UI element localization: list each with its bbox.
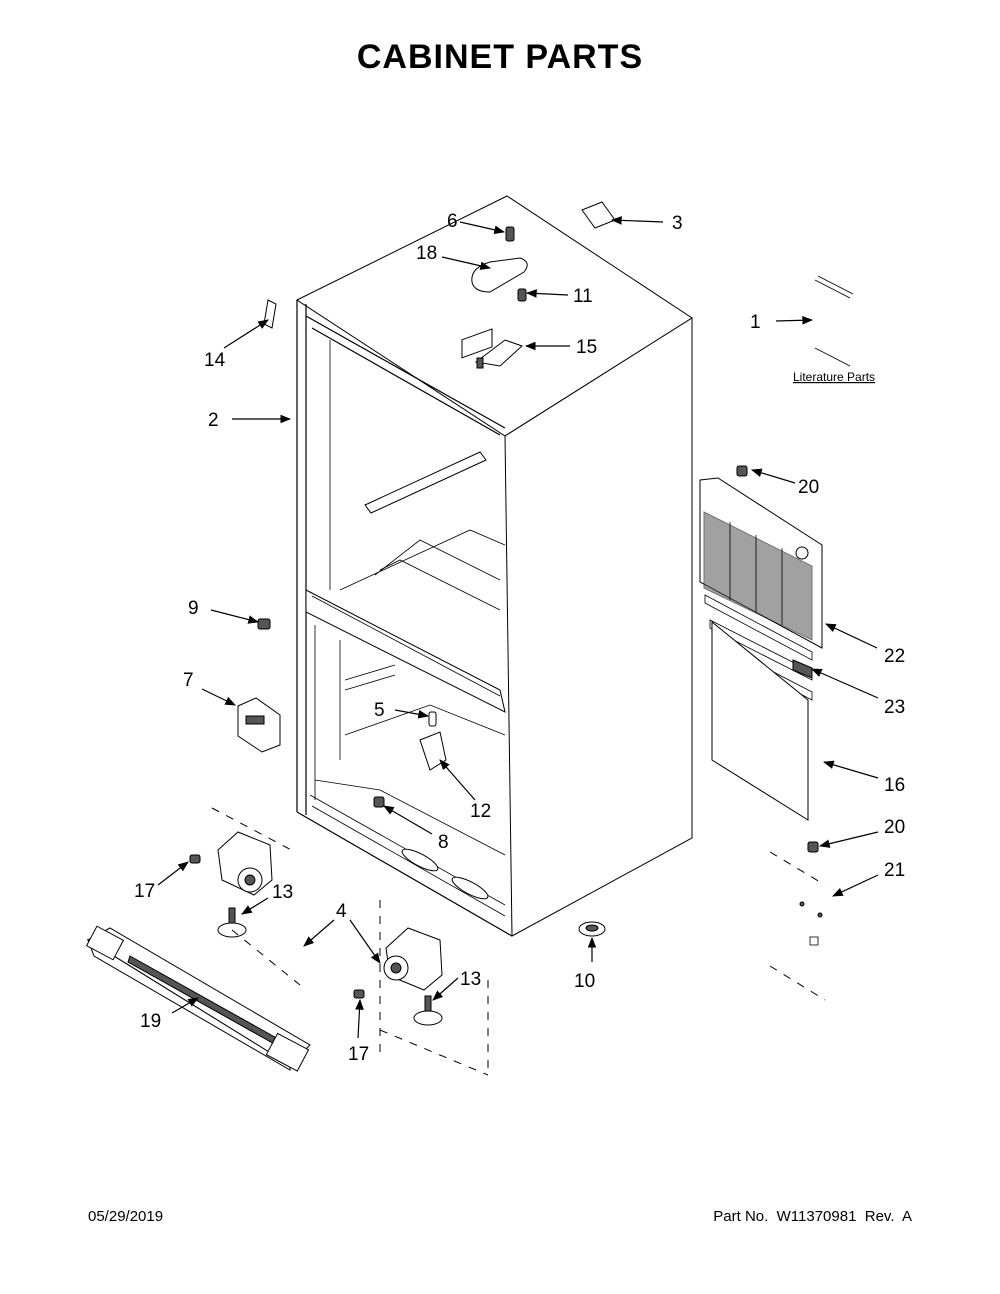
callout-17-right: 17 [348,1044,369,1065]
callout-17-left: 17 [134,881,155,902]
callout-20-bottom: 20 [884,817,905,838]
callout-15: 15 [576,337,597,358]
part-leveler-13b [413,995,443,1026]
callout-5: 5 [374,700,385,721]
part-screw-8 [373,796,385,808]
callout-13-left: 13 [272,882,293,903]
callout-labels: 1 2 3 4 5 6 7 8 9 10 11 12 13 13 14 15 1… [134,211,905,1065]
callout-6: 6 [447,211,458,232]
part-foot-10 [578,921,606,937]
part-screw-9 [257,618,271,630]
part-control-7 [237,697,281,753]
part-roller-right [379,900,489,1076]
callout-10: 10 [574,971,595,992]
footer-part-number: Part No. W11370981 Rev. A [713,1208,912,1225]
callout-12: 12 [470,801,491,822]
part-clip-14 [263,299,277,329]
callout-23: 23 [884,697,905,718]
callout-1: 1 [750,312,761,333]
callout-8: 8 [438,832,449,853]
part-cover-21 [769,851,826,1001]
part-panel-16 [711,620,809,821]
callout-11: 11 [573,286,593,307]
leader-lines [157,216,879,1039]
cabinet-body [295,195,693,937]
part-base-grille-19 [85,925,311,1072]
part-spacer-5 [428,711,437,727]
page-title: CABINET PARTS [356,38,644,76]
part-rear-grille-22 [699,477,823,649]
callout-19: 19 [140,1011,161,1032]
callout-21: 21 [884,860,905,881]
literature-parts-label: Literature Parts [793,370,875,384]
part-screw-17a [189,854,201,864]
callout-18: 18 [416,243,437,264]
callout-7: 7 [183,670,194,691]
callout-20-top: 20 [798,477,819,498]
part-roller-left [211,807,296,896]
callout-22: 22 [884,646,905,667]
part-leveler-13a [217,907,301,986]
part-screw-20b [807,841,819,853]
callout-16: 16 [884,775,905,796]
part-screw-11 [517,288,527,302]
footer-date: 05/29/2019 [88,1208,164,1225]
callout-14: 14 [204,350,226,371]
callout-13-right: 13 [460,969,481,990]
part-cap-3 [581,201,616,229]
part-top-hinge-15 [474,339,523,369]
part-literature-1 [814,275,854,367]
callout-4: 4 [336,901,347,922]
part-screw-17b [353,989,365,999]
part-bracket-12 [419,731,447,771]
callout-2: 2 [208,410,219,431]
callout-9: 9 [188,598,199,619]
callout-3: 3 [672,213,683,234]
part-screw-6 [505,226,515,242]
part-screw-20a [736,465,748,477]
